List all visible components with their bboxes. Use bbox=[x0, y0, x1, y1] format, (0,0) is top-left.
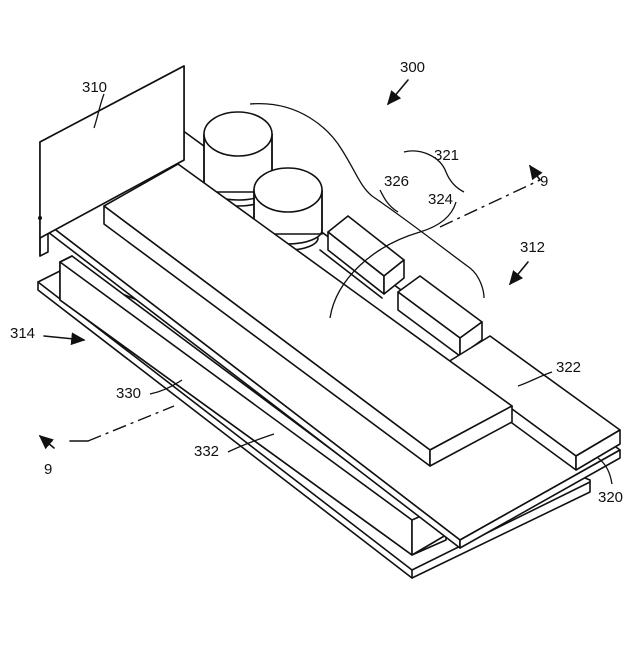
label-321: 321 bbox=[434, 147, 459, 164]
label-314: 314 bbox=[10, 325, 35, 342]
label-310: 310 bbox=[82, 79, 107, 96]
label-330: 330 bbox=[116, 385, 141, 402]
label-324: 324 bbox=[428, 191, 453, 208]
label-322: 322 bbox=[556, 359, 581, 376]
label-320: 320 bbox=[598, 489, 623, 506]
label-9-top: 9 bbox=[540, 173, 548, 190]
label-326: 326 bbox=[384, 173, 409, 190]
label-312: 312 bbox=[520, 239, 545, 256]
label-300: 300 bbox=[400, 59, 425, 76]
label-332: 332 bbox=[194, 443, 219, 460]
label-9-bottom: 9 bbox=[44, 461, 52, 478]
